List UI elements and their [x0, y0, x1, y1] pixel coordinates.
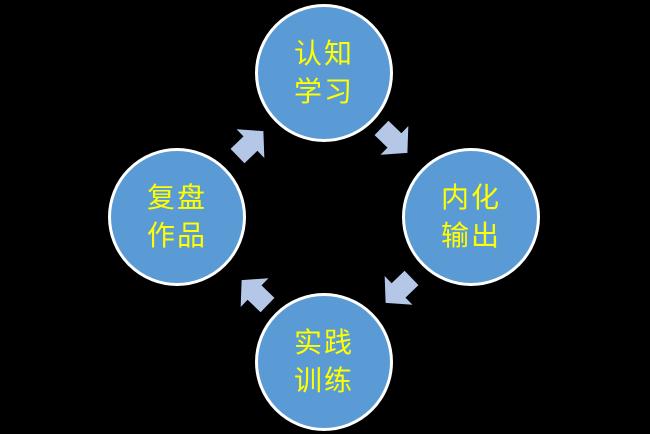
node-label-line-1: 认知 — [293, 37, 354, 70]
cycle-node-top: 认知 学习 — [255, 4, 393, 142]
node-label-line-1: 实践 — [293, 326, 354, 359]
cycle-node-right: 内化 输出 — [402, 148, 540, 286]
arrow-bottom-to-left — [240, 278, 275, 313]
node-label-line-1: 内化 — [440, 181, 501, 214]
cycle-node-left: 复盘 作品 — [108, 148, 246, 286]
cycle-node-bottom: 实践 训练 — [255, 293, 393, 431]
arrow-left-to-top — [230, 129, 265, 164]
node-label-line-2: 学习 — [293, 75, 354, 108]
arrow-right-to-bottom — [384, 270, 419, 305]
node-label-line-2: 作品 — [146, 219, 207, 252]
node-label-line-2: 输出 — [440, 219, 501, 252]
node-label-line-1: 复盘 — [146, 181, 207, 214]
node-label-line-2: 训练 — [293, 364, 354, 397]
arrow-top-to-right — [374, 120, 409, 155]
